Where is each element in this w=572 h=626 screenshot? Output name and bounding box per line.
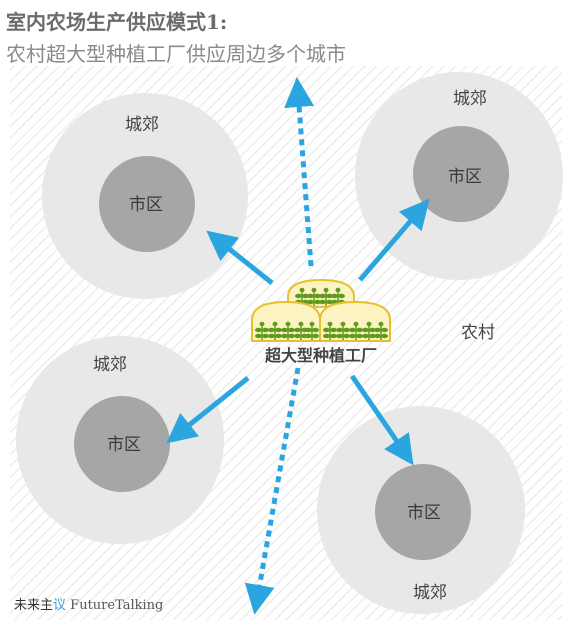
city-core-bottom-right <box>375 464 471 560</box>
suburb-label-top-left: 城郊 <box>125 115 159 135</box>
supply-arrow-bottom-left <box>166 376 250 444</box>
diagram-title: 室内农场生产供应模式1: <box>6 10 228 34</box>
city-label-top-right: 市区 <box>448 167 482 187</box>
diagram-subtitle: 农村超大型种植工厂供应周边多个城市 <box>6 42 346 66</box>
supply-arrow-top-right <box>358 198 430 282</box>
dotted-arrow-up <box>284 77 315 267</box>
factory-label: 超大型种植工厂 <box>264 346 377 365</box>
greenhouse-factory-icon <box>251 278 391 342</box>
watermark: 未来主议 FutureTalking <box>14 594 163 613</box>
supply-arrow-bottom-right <box>349 374 414 466</box>
city-label-bottom-right: 市区 <box>407 503 441 523</box>
watermark-prefix: 未来主 <box>14 598 54 613</box>
city-label-bottom-left: 市区 <box>107 435 141 455</box>
city-core-top-right <box>413 126 509 222</box>
supply-arrow-top-left <box>206 230 274 285</box>
watermark-english: FutureTalking <box>70 598 164 613</box>
city-core-top-left <box>99 156 195 252</box>
watermark-highlight: 议 <box>53 598 67 613</box>
suburb-label-bottom-right: 城郊 <box>413 583 447 603</box>
city-label-top-left: 市区 <box>129 195 163 215</box>
suburb-label-top-right: 城郊 <box>453 89 487 109</box>
rural-label: 农村 <box>461 323 495 343</box>
suburb-label-bottom-left: 城郊 <box>93 355 127 375</box>
city-core-bottom-left <box>74 396 170 492</box>
